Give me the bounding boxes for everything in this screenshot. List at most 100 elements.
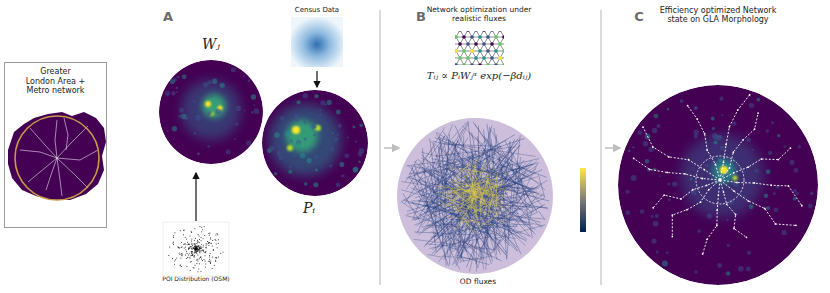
od-flux (447, 192, 449, 202)
density-spot (341, 175, 343, 177)
density-spot (253, 104, 255, 106)
poi-dot (181, 247, 182, 248)
metro-line (634, 158, 720, 180)
density-spot (743, 171, 745, 173)
od-flux (541, 194, 545, 197)
od-flux (448, 168, 470, 173)
density-spot (717, 263, 722, 268)
network-node (458, 31, 462, 32)
poi-dot (195, 251, 196, 252)
poi-dot (204, 252, 205, 253)
poi-dot (195, 248, 196, 249)
poi-dot (198, 250, 199, 251)
density-spot (774, 208, 779, 213)
poi-dot (196, 248, 197, 249)
poi-dot (195, 246, 196, 247)
od-flux (459, 217, 477, 230)
network-node (458, 56, 462, 60)
poi-dot (197, 247, 198, 248)
density-spot (793, 197, 797, 201)
population-map (262, 90, 368, 196)
density-spot (680, 99, 684, 103)
density-spot (295, 143, 300, 148)
poi-dot (201, 247, 202, 248)
network-node (474, 31, 478, 32)
poi-dot (194, 246, 195, 247)
density-spot (289, 165, 292, 168)
poi-dot (199, 247, 200, 248)
network-node (490, 56, 494, 60)
network-node (470, 63, 474, 65)
network-node (470, 49, 474, 53)
network-node (455, 49, 458, 53)
density-spot (625, 210, 630, 215)
od-flux (503, 191, 509, 236)
density-spot (334, 137, 339, 142)
poi-dot (180, 265, 181, 266)
poi-dot (179, 252, 180, 253)
poi-dot (196, 248, 197, 249)
poi-dot (195, 249, 196, 250)
density-spot (798, 145, 801, 148)
poi-dot (197, 240, 198, 241)
poi-dot (187, 244, 188, 245)
poi-dot (196, 246, 197, 247)
poi-dot (196, 247, 197, 248)
density-spot (210, 95, 212, 97)
panel-letter: C (629, 10, 649, 25)
panel-title: Efficiency optimized Network state on GL… (657, 6, 779, 24)
network-node (482, 42, 486, 46)
poi-dot (199, 248, 200, 249)
density-spot (726, 219, 728, 221)
poi-dot (194, 249, 195, 250)
od-flux (475, 124, 508, 170)
poi-dot (195, 250, 196, 251)
poi-dot (191, 251, 192, 252)
density-spot (652, 128, 657, 133)
density-spot (768, 151, 772, 155)
density-spot (254, 108, 260, 114)
density-spot (656, 124, 660, 128)
poi-dot (217, 233, 218, 234)
poi-dot (187, 242, 188, 243)
network-node (486, 63, 490, 65)
poi-dot (212, 268, 213, 269)
metro-station (687, 105, 689, 107)
poi-dot (194, 252, 195, 253)
poi-dot (213, 250, 214, 251)
density-spot (288, 170, 292, 174)
poi-dot (178, 247, 179, 248)
density-spot (691, 189, 697, 195)
poi-dot (197, 246, 198, 247)
poi-dot (194, 265, 195, 266)
od-flux (453, 178, 498, 191)
od-flux-disc (397, 118, 553, 274)
poi-dot (182, 246, 183, 247)
poi-dot (177, 246, 178, 247)
network-thumbnail (455, 31, 504, 65)
network-node (462, 35, 466, 39)
density-spot (182, 75, 187, 80)
density-spot (714, 140, 718, 144)
poi-dot (185, 249, 186, 250)
poi-dot (192, 245, 193, 246)
density-spot (659, 175, 661, 177)
density-spot (176, 87, 178, 89)
poi-dot (197, 251, 198, 252)
poi-dot (195, 248, 196, 249)
poi-dot (173, 237, 174, 238)
network-node (478, 49, 482, 53)
poi-dot (191, 231, 192, 232)
poi-dot (204, 235, 205, 236)
poi-dot (196, 249, 197, 250)
poi-dot (195, 250, 196, 251)
density-spot (251, 111, 253, 113)
poi-dot (205, 247, 206, 248)
density-spot (304, 146, 306, 148)
density-spot (296, 100, 300, 104)
poi-dot (195, 249, 196, 250)
poi-dot (188, 249, 189, 250)
network-node (455, 35, 458, 39)
panel-letter: A (158, 10, 178, 25)
od-flux (480, 211, 502, 227)
